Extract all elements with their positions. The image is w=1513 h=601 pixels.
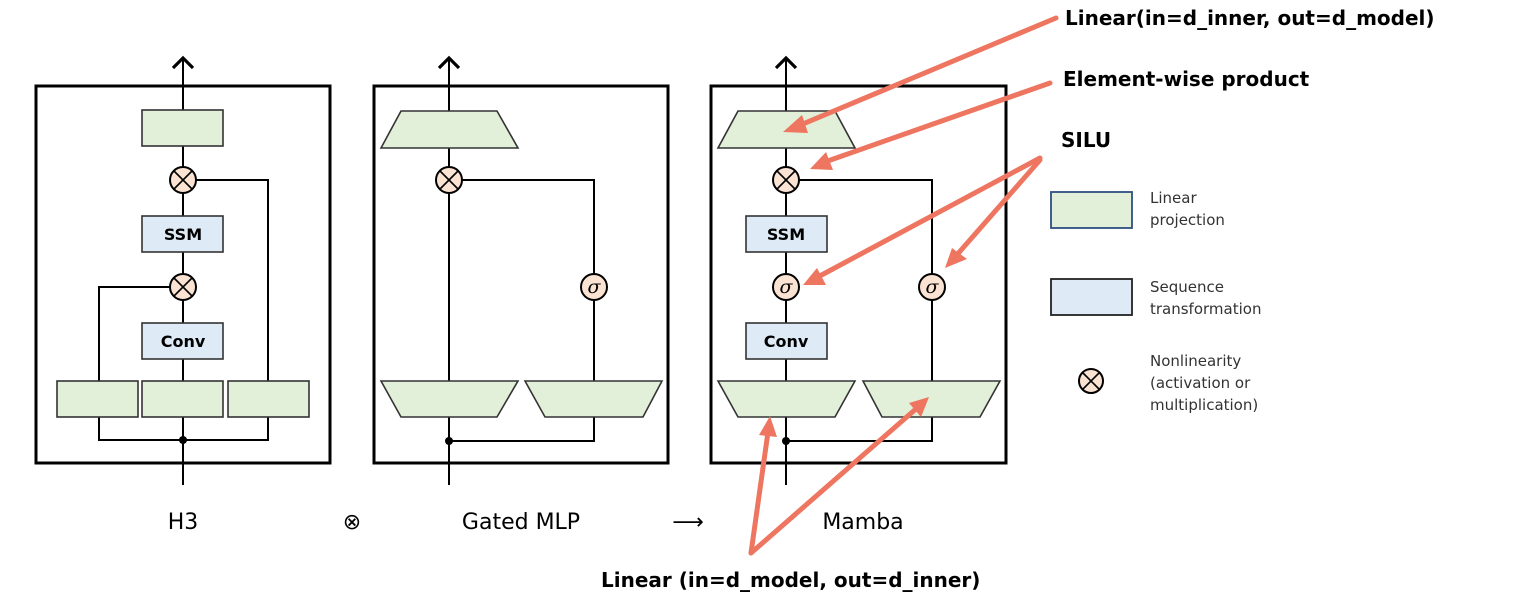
- mamba-junction-dot: [782, 437, 790, 445]
- h3-multiply-node-top: [169, 166, 197, 194]
- mamba-input-projection-left: [716, 380, 857, 418]
- arrow-out-proj: [795, 15, 1059, 129]
- legend-swatch-sequence: [1050, 278, 1133, 316]
- mamba-conv-box: [745, 322, 828, 360]
- legend-item-linear-projection: Linear projection: [1050, 189, 1225, 229]
- mamba-multiply-node: [772, 166, 800, 194]
- gated-mlp-sigma-node: σ: [580, 273, 608, 301]
- h3-right-branch-wire: [196, 179, 269, 381]
- mamba-split-wire: [786, 417, 933, 442]
- mamba-block-frame: [709, 84, 1008, 465]
- gated-mlp-block: σ Gated MLP: [372, 55, 670, 535]
- mamba-conv-label: Conv: [764, 332, 809, 351]
- arrow-in-proj-left: [748, 429, 771, 556]
- h3-input-projection-center: [141, 380, 224, 418]
- mamba-ssm-label: SSM: [767, 225, 805, 244]
- legend-label-sequence-line2: transformation: [1150, 300, 1261, 318]
- annotation-elementwise: Element-wise product: [1063, 67, 1310, 91]
- h3-input-projection-left: [56, 380, 139, 418]
- mamba-label: Mamba: [822, 510, 903, 535]
- legend-label-nonlinearity-line2: (activation or: [1150, 374, 1251, 392]
- gated-mlp-junction-dot: [445, 437, 453, 445]
- mamba-sigma-symbol-left: σ: [780, 276, 794, 298]
- annotation-arrows: [748, 15, 1059, 556]
- gated-mlp-sigma-symbol: σ: [588, 276, 602, 298]
- legend: Linear projection Sequence transformatio…: [1050, 189, 1261, 414]
- combine-operator: ⊗: [343, 510, 361, 535]
- legend-nonlinearity-icon: [1078, 368, 1104, 394]
- h3-block: SSM Conv H3: [34, 55, 332, 535]
- mamba-sigma-node-left: σ: [772, 273, 800, 301]
- gated-mlp-split-wire: [449, 417, 595, 442]
- h3-left-branch-wire: [98, 286, 170, 381]
- legend-label-nonlinearity-line3: multiplication): [1150, 396, 1258, 414]
- gated-mlp-multiply-node: [435, 166, 463, 194]
- gated-mlp-block-frame: [372, 84, 670, 465]
- legend-swatch-linear: [1050, 191, 1133, 229]
- legend-item-nonlinearity: Nonlinearity (activation or multiplicati…: [1078, 352, 1258, 414]
- gated-mlp-gate-wire: [462, 179, 595, 381]
- arrow-in-proj-right: [748, 405, 920, 556]
- h3-conv-box: [141, 322, 224, 360]
- mamba-sigma-symbol-right: σ: [926, 276, 940, 298]
- arrow-silu-right-head: [945, 248, 967, 268]
- arrow-out-proj-head: [783, 115, 808, 133]
- annotation-out-proj: Linear(in=d_inner, out=d_model): [1065, 6, 1435, 30]
- legend-label-nonlinearity-line1: Nonlinearity: [1150, 352, 1241, 370]
- gated-mlp-input-projection-right: [523, 380, 664, 418]
- legend-item-sequence-transformation: Sequence transformation: [1050, 278, 1261, 318]
- mamba-sigma-node-right: σ: [918, 273, 946, 301]
- h3-output-projection: [141, 109, 224, 147]
- annotation-in-proj: Linear (in=d_model, out=d_inner): [601, 568, 980, 592]
- mamba-block: SSM σ Conv σ Mamba: [709, 55, 1008, 535]
- mamba-input-projection-right: [861, 380, 1002, 418]
- arrow-silu-left-head: [803, 268, 826, 285]
- h3-ssm-label: SSM: [164, 225, 202, 244]
- gated-mlp-label: Gated MLP: [462, 510, 580, 535]
- gated-mlp-output-projection: [379, 110, 520, 149]
- annotation-silu: SILU: [1061, 128, 1111, 152]
- arrow-in-proj-right-head: [909, 397, 929, 417]
- h3-input-projection-right: [227, 380, 310, 418]
- legend-label-sequence-line1: Sequence: [1150, 278, 1224, 296]
- gated-mlp-input-projection-left: [379, 380, 520, 418]
- transform-arrow: ⟶: [672, 510, 704, 535]
- h3-multiply-node-bottom: [169, 273, 197, 301]
- legend-label-linear-line1: Linear: [1150, 189, 1197, 207]
- arrow-elementwise-head: [810, 152, 833, 170]
- h3-label: H3: [168, 510, 199, 535]
- h3-conv-label: Conv: [161, 332, 206, 351]
- arrow-in-proj-left-head: [759, 416, 777, 437]
- arrow-elementwise: [819, 80, 1053, 166]
- h3-ssm-box: [141, 215, 224, 253]
- legend-label-linear-line2: projection: [1150, 211, 1225, 229]
- arrow-silu-right: [952, 157, 1043, 260]
- arrow-silu-left: [813, 155, 1043, 281]
- mamba-ssm-box: [745, 215, 828, 253]
- h3-junction-dot: [179, 436, 187, 444]
- mamba-gate-wire: [799, 179, 933, 381]
